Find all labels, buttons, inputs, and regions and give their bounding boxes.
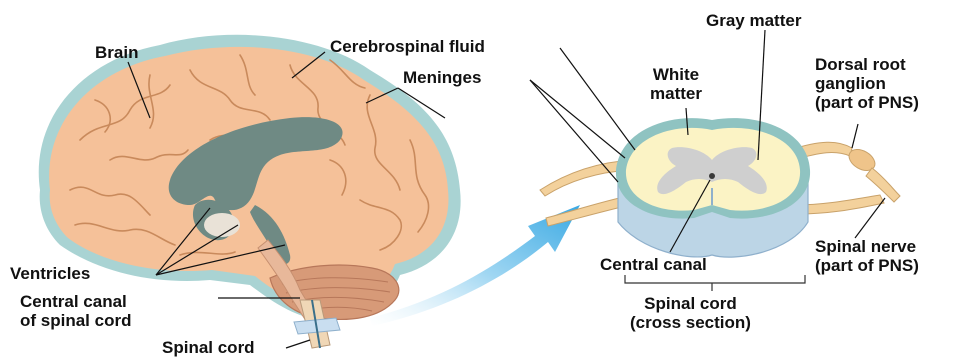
label-cerebrospinal-fluid: Cerebrospinal fluid [330, 37, 485, 56]
label-spinal-cord-cross-section: Spinal cord (cross section) [630, 294, 751, 332]
label-gray-matter: Gray matter [706, 11, 801, 30]
central-canal-dot [709, 173, 715, 179]
label-meninges: Meninges [403, 68, 481, 87]
label-white-matter: White matter [650, 65, 702, 103]
label-brain: Brain [95, 43, 138, 62]
label-central-canal-of-spinal-cord: Central canal of spinal cord [20, 292, 131, 330]
label-spinal-cord: Spinal cord [162, 338, 255, 357]
label-spinal-nerve: Spinal nerve (part of PNS) [815, 237, 919, 275]
label-dorsal-root-ganglion: Dorsal root ganglion (part of PNS) [815, 55, 919, 112]
label-central-canal: Central canal [600, 255, 707, 274]
label-ventricles: Ventricles [10, 264, 90, 283]
cross-section-brace [625, 275, 805, 291]
